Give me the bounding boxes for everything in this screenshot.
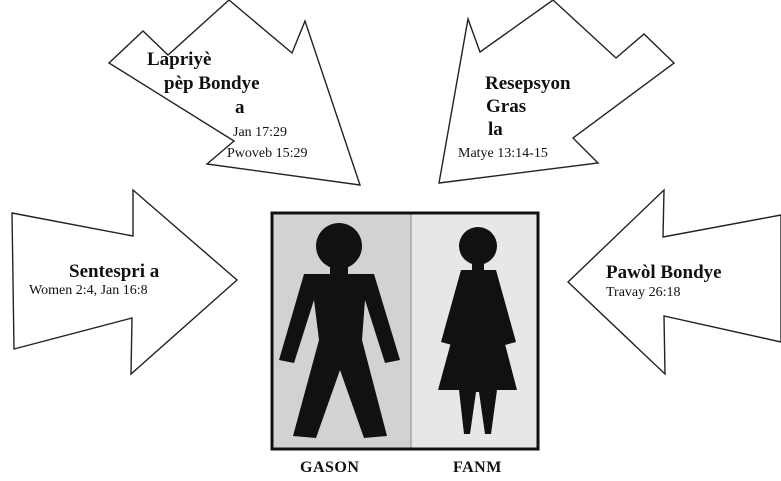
arrow-top-left <box>107 0 362 186</box>
arrow-top-right-ref-1: Matye 13:14-15 <box>458 146 548 161</box>
arrow-top-left-title-2: pèp Bondye <box>164 73 260 94</box>
arrow-right-refs: Travay 26:18 <box>606 285 681 300</box>
arrow-left-refs: Women 2:4, Jan 16:8 <box>29 283 148 298</box>
arrow-left <box>11 188 239 376</box>
restroom-sign <box>270 211 540 451</box>
arrow-top-right-title-2: Gras <box>486 96 527 117</box>
arrow-top-left-title-1: Lapriyè <box>147 49 212 70</box>
caption-fanm: FANM <box>453 459 502 476</box>
arrow-top-right <box>438 0 676 184</box>
arrow-top-right-title-3: la <box>488 119 503 140</box>
arrow-top-left-title-3: a <box>235 97 245 118</box>
arrow-top-left-ref-2: Pwoveb 15:29 <box>227 146 308 161</box>
man-icon <box>279 223 400 438</box>
arrow-top-right-title-1: Resepsyon <box>485 73 571 94</box>
woman-icon <box>438 227 517 434</box>
caption-gason: GASON <box>300 459 360 476</box>
sign-frame <box>270 211 540 451</box>
arrow-right <box>566 188 781 376</box>
arrow-top-left-ref-1: Jan 17:29 <box>233 125 288 140</box>
arrow-left-title: Sentespri a <box>69 261 160 282</box>
arrow-right-title: Pawòl Bondye <box>606 262 722 283</box>
